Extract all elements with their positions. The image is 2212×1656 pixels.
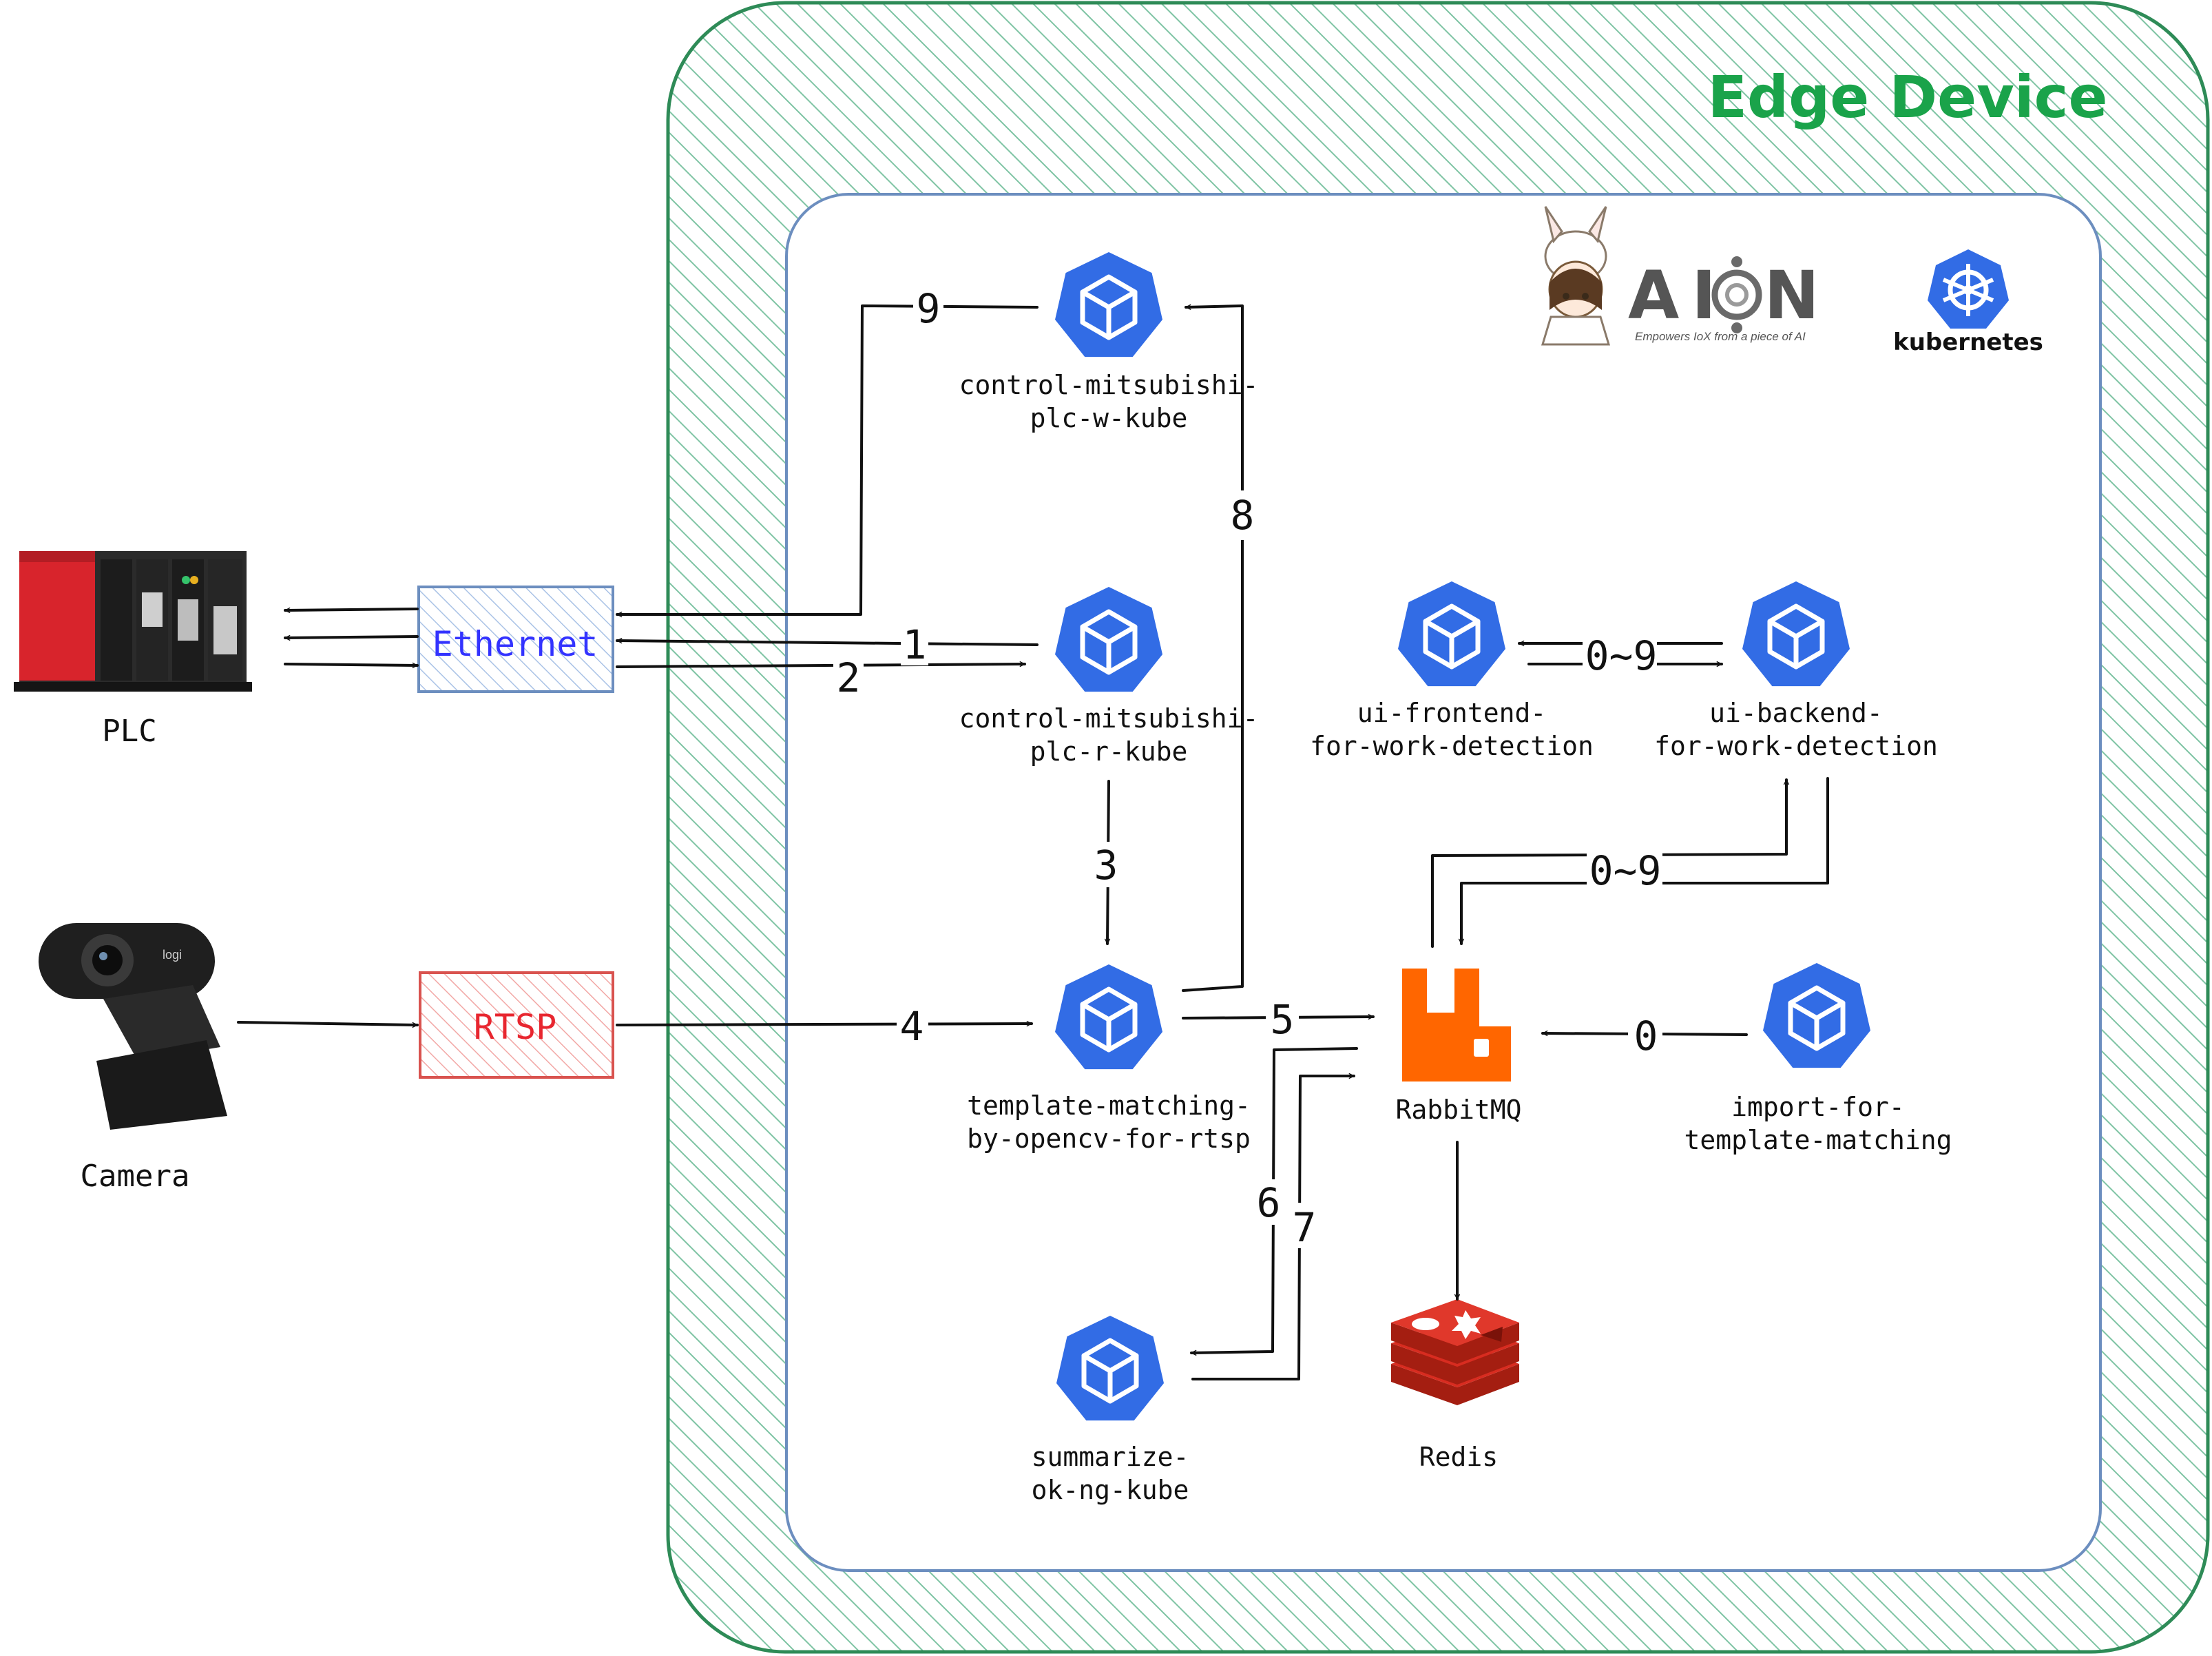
plc-device: PLC <box>14 551 252 749</box>
node-summarize: summarize- ok-ng-kube <box>1032 1316 1189 1505</box>
edge-label-3: 3 <box>1094 842 1118 889</box>
kubernetes-logo: kubernetes <box>1893 249 2043 356</box>
edge-label-8: 8 <box>1231 492 1255 539</box>
edge-4 <box>616 1024 1033 1025</box>
rtsp-box: RTSP <box>419 971 614 1079</box>
rabbitmq-icon <box>1402 969 1511 1081</box>
kubernetes-helm-icon <box>1928 249 2009 329</box>
edge-label-mq-ui: 0~9 <box>1589 847 1662 894</box>
edge-label-7: 7 <box>1293 1204 1317 1251</box>
node-control-plc-r-line2: plc-r-kube <box>1030 736 1188 767</box>
edge-label-1: 1 <box>903 621 927 668</box>
node-rabbitmq: RabbitMQ <box>1395 969 1522 1125</box>
edge-ethernet-to-plc-top <box>284 609 419 610</box>
edge-9 <box>616 304 1039 614</box>
camera-device: logi Camera <box>39 923 227 1194</box>
edge-label-ui: 0~9 <box>1585 632 1658 679</box>
node-redis: Redis <box>1391 1299 1519 1472</box>
svg-text:logi: logi <box>163 948 182 962</box>
node-ui-frontend: ui-frontend- for-work-detection <box>1310 581 1594 761</box>
edge-1 <box>616 641 1039 646</box>
aion-logo: AI N Empowers IoX from a piece of AI <box>1541 206 1819 346</box>
edge-8 <box>1182 306 1244 992</box>
edge-labels: 9 1 2 3 4 8 5 6 7 0 0~9 0~9 <box>833 284 1662 1251</box>
node-template-matching-line1: template-matching- <box>967 1090 1251 1121</box>
edge-device-title: Edge Device <box>1708 63 2108 131</box>
kubernetes-logo-label: kubernetes <box>1893 329 2043 356</box>
edge-plc-to-ethernet <box>284 664 419 665</box>
rtsp-label: RTSP <box>474 1007 556 1047</box>
edge-label-2: 2 <box>837 654 861 701</box>
node-import-template-line1: import-for- <box>1731 1092 1905 1122</box>
node-import-template-line2: template-matching <box>1684 1125 1952 1155</box>
node-ui-frontend-line2: for-work-detection <box>1310 731 1594 761</box>
rabbitmq-label: RabbitMQ <box>1395 1095 1521 1125</box>
node-control-plc-w-line2: plc-w-kube <box>1030 403 1188 433</box>
aion-mascot-icon <box>1541 206 1611 346</box>
aion-tagline: Empowers IoX from a piece of AI <box>1635 330 1806 343</box>
plc-label: PLC <box>102 714 156 749</box>
plc-hardware-icon <box>14 551 252 692</box>
ethernet-label: Ethernet <box>432 624 598 664</box>
node-import-template: import-for- template-matching <box>1684 963 1952 1155</box>
aion-o-gear-icon <box>1711 256 1762 333</box>
node-control-plc-w-line1: control-mitsubishi- <box>959 370 1259 400</box>
camera-label: Camera <box>81 1159 190 1194</box>
ethernet-box: Ethernet <box>417 586 614 693</box>
node-ui-backend-line1: ui-backend- <box>1709 698 1883 728</box>
edge-label-4: 4 <box>900 1003 924 1050</box>
node-template-matching: template-matching- by-opencv-for-rtsp <box>967 964 1251 1154</box>
node-control-plc-r: control-mitsubishi- plc-r-kube <box>959 587 1259 767</box>
kubernetes-panel <box>785 193 2102 1572</box>
redis-label: Redis <box>1419 1442 1498 1472</box>
node-template-matching-line2: by-opencv-for-rtsp <box>967 1124 1251 1154</box>
edge-label-5: 5 <box>1271 996 1295 1043</box>
node-ui-frontend-line1: ui-frontend- <box>1357 698 1547 728</box>
node-control-plc-r-line1: control-mitsubishi- <box>959 703 1259 734</box>
edge-ethernet-to-plc-mid <box>284 636 419 638</box>
edge-label-9: 9 <box>917 285 941 332</box>
edge-label-0: 0 <box>1634 1013 1658 1059</box>
edge-2 <box>616 664 1026 668</box>
node-summarize-line1: summarize- <box>1032 1442 1189 1472</box>
edge-label-6: 6 <box>1257 1179 1281 1226</box>
node-control-plc-w: control-mitsubishi- plc-w-kube <box>959 252 1259 433</box>
node-ui-backend-line2: for-work-detection <box>1654 731 1938 761</box>
edge-camera-to-rtsp <box>237 1021 419 1025</box>
redis-icon <box>1391 1299 1519 1405</box>
node-ui-backend: ui-backend- for-work-detection <box>1654 581 1938 761</box>
webcam-icon: logi <box>39 923 227 1130</box>
node-summarize-line2: ok-ng-kube <box>1032 1475 1189 1505</box>
